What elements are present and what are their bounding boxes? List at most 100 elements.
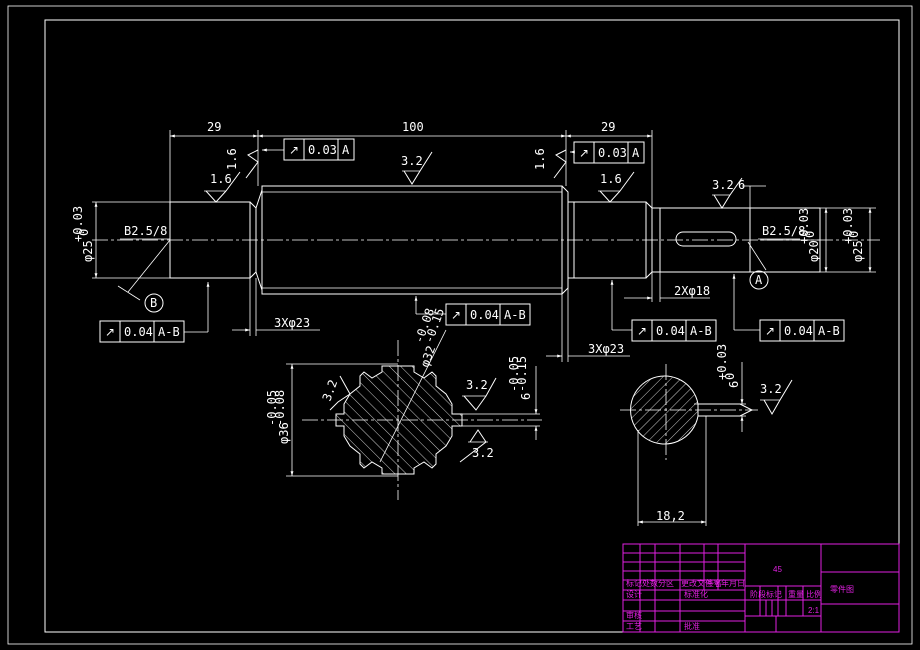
spline-section-view: φ36 -0.05 -0.08 φ32 -0.08 -0.15 6 -0.05 … (265, 306, 542, 500)
spline-outer-tol-lower: -0.08 (273, 390, 287, 426)
shaft-main-view (92, 185, 880, 295)
spline-outer-dia-label: φ36 (277, 422, 291, 444)
tb-approve-label: 批准 (684, 621, 700, 631)
tb-review-label: 审核 (626, 610, 642, 620)
dia-right-25-tol-upper: +0.03 (841, 208, 855, 244)
gdt-left-top-symbol: ↗ (289, 143, 299, 157)
title-block: 标记 处数 分区 更改文件号 签名 年月日 设计 标准化 审核 工艺 批准 阶段… (622, 543, 900, 633)
dia-right-20-label: φ20 (807, 240, 821, 262)
step-right-label: 2Xφ18 (674, 284, 710, 298)
spline-width-label: 6 (519, 393, 533, 400)
tb-row-label-2: 处数 (642, 578, 658, 588)
dim-left-length: 29 (207, 120, 221, 134)
gdt-right-top-datum: A (632, 146, 640, 160)
gdt-frame-left-top: ↗ 0.03 A (262, 138, 355, 161)
dia-left-tol-upper: +0.03 (71, 206, 85, 242)
roughness-left-journal: 1.6 (210, 172, 232, 186)
datum-b-label: B (150, 296, 157, 310)
left-diameter-dim: φ25 +0.03 0 (71, 201, 170, 279)
dia-right-25-label: φ25 (851, 240, 865, 262)
gdt-right-end-datum: A-B (818, 324, 840, 338)
spline-profile (335, 365, 463, 475)
tb-row-label-1: 标记 (626, 578, 642, 588)
tb-weight-label: 重量 (788, 589, 804, 599)
datum-b-circle (144, 293, 164, 313)
right-end-dims: B2.5/8 A φ20 +0.03 0 φ25 +0.03 0 2Xφ18 (624, 207, 876, 302)
roughness-shaft-body: 3.2 (401, 154, 423, 168)
datum-a-label: A (755, 273, 763, 287)
relief-groove-dims: 3Xφ23 3Xφ23 (232, 278, 630, 362)
keyway-width-tol-lower: 0 (723, 373, 737, 380)
dia-right-25-tol-lower: 0 (847, 231, 861, 238)
keyway-section-view: 6 +0.03 0 3.2 18,2 (620, 344, 793, 526)
center-hole-left: B2.5/8 B (117, 224, 171, 313)
gdt-middle-value: 0.04 (470, 308, 499, 322)
dia-right-20-tol-lower: 0 (803, 231, 817, 238)
roughness-spline-bottom: 3.2 (472, 446, 494, 460)
keyway-slot (675, 231, 737, 247)
relief-right-label: 3Xφ23 (588, 342, 624, 356)
spline-inner-dia-label: φ32 (418, 344, 439, 369)
gdt-right-end-symbol: ↗ (765, 324, 775, 338)
keyway-width-label: 6 (727, 381, 741, 388)
gdt-right-journal-value: 0.04 (656, 324, 685, 338)
tb-row-label-5: 签名 (706, 578, 722, 588)
gdt-right-journal-symbol: ↗ (637, 324, 647, 338)
roughness-keyway-top: 3.2 (712, 178, 734, 192)
roughness-symbols-main: 1.6 1.6 3.2 1.6 1.6 3.2 6 (204, 148, 766, 209)
tb-row-label-4: 更改文件号 (681, 578, 721, 588)
tb-standardization-label: 标准化 (684, 589, 708, 599)
gdt-right-end-value: 0.04 (784, 324, 813, 338)
center-hole-left-label: B2.5/8 (124, 224, 167, 238)
gdt-middle-datum: A-B (504, 308, 526, 322)
outer-border (7, 5, 913, 645)
keyway-depth-label: 18,2 (656, 509, 685, 523)
relief-left-label: 3Xφ23 (274, 316, 310, 330)
tb-row-label-3: 分区 (658, 579, 674, 588)
datum-a-circle (749, 270, 769, 290)
tb-designer-label: 设计 (626, 589, 642, 599)
tb-process-label: 工艺 (626, 622, 642, 631)
spline-width-tol-lower: -0.15 (515, 356, 529, 392)
spline-outer-tol-upper: -0.05 (265, 390, 279, 426)
gdt-left-bottom-datum: A-B (158, 325, 180, 339)
gdt-frame-middle: ↗ 0.04 A-B (414, 296, 531, 326)
gdt-frame-right-journal: ↗ 0.04 A-B (610, 280, 717, 342)
spline-width-tol-upper: -0.05 (507, 356, 521, 392)
gdt-frame-right-top: ↗ 0.03 A (570, 141, 645, 164)
gdt-right-top-symbol: ↗ (579, 146, 589, 160)
tb-scale-value: 2:1 (808, 606, 820, 615)
roughness-right-shoulder: 1.6 (533, 148, 547, 170)
gdt-left-bottom-value: 0.04 (124, 325, 153, 339)
dia-left-tol-lower: 0 (77, 229, 91, 236)
inner-border (44, 19, 900, 633)
gdt-left-top-datum: A (342, 143, 350, 157)
roughness-spline-right: 3.2 (466, 378, 488, 392)
tb-material: 45 (773, 565, 782, 574)
top-dimensions: 29 100 29 (169, 120, 653, 208)
dia-left-label: φ25 (81, 240, 95, 262)
dim-middle-length: 100 (402, 120, 424, 134)
gdt-right-top-value: 0.03 (598, 146, 627, 160)
roughness-left-shoulder: 1.6 (225, 148, 239, 170)
roughness-keyway-top-extra: 6 (738, 178, 745, 192)
gdt-left-bottom-symbol: ↗ (105, 325, 115, 339)
gdt-frame-right-end: ↗ 0.04 A-B (732, 274, 845, 342)
tb-stage-mark-label: 阶段标记 (750, 589, 782, 599)
tb-row-label-6: 年月日 (721, 578, 745, 588)
gdt-frame-left-bottom: ↗ 0.04 A-B (99, 282, 210, 343)
roughness-keyway-section: 3.2 (760, 382, 782, 396)
dia-right-20-tol-upper: +0.03 (797, 208, 811, 244)
center-hole-right-label: B2.5/8 (762, 224, 805, 238)
gdt-left-top-value: 0.03 (308, 143, 337, 157)
keyway-profile (630, 375, 699, 445)
gdt-right-journal-datum: A-B (690, 324, 712, 338)
keyway-width-tol-upper: +0.03 (715, 344, 729, 380)
tb-scale-label: 比例 (806, 589, 822, 599)
gdt-middle-symbol: ↗ (451, 308, 461, 322)
roughness-spline-side: 3.2 (320, 378, 341, 403)
dim-right-length: 29 (601, 120, 615, 134)
roughness-right-journal: 1.6 (600, 172, 622, 186)
tb-part-name: 零件图 (830, 584, 854, 594)
